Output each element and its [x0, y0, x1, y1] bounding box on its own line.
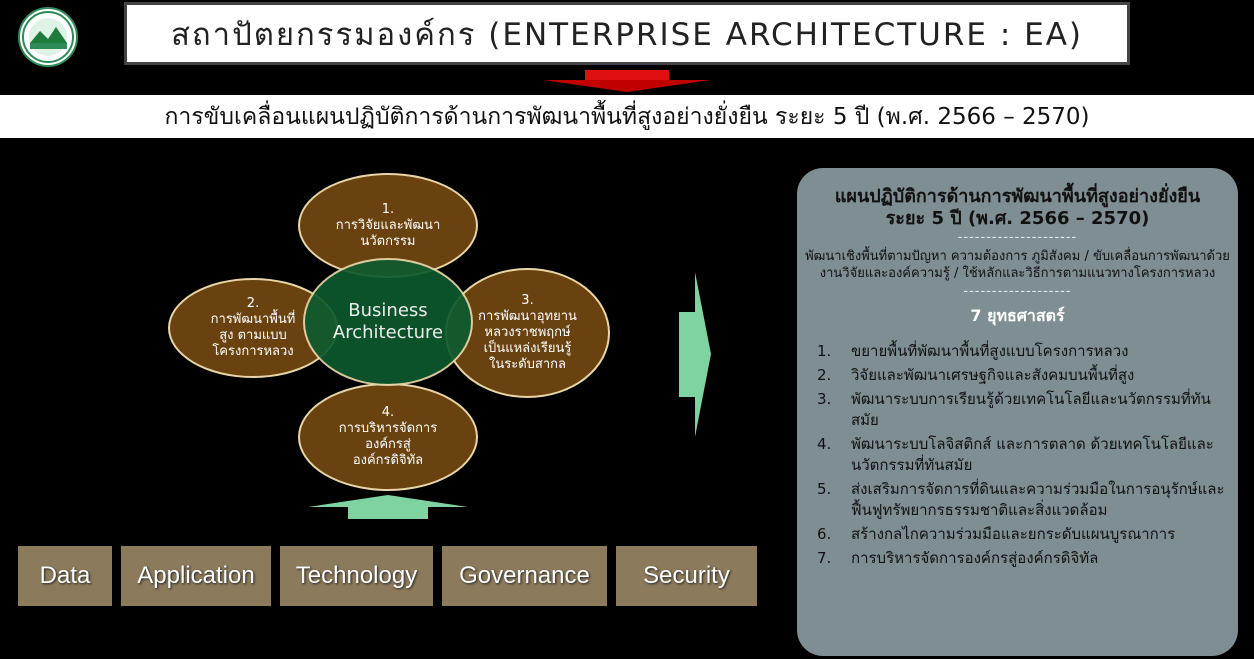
- list-item: 3. พัฒนาระบบการเรียนรู้ด้วยเทคโนโลยีและนว…: [817, 389, 1230, 431]
- list-item-number: 2.: [817, 366, 832, 384]
- list-item: 5. ส่งเสริมการจัดการที่ดินและความร่วมมือใ…: [817, 479, 1230, 521]
- panel-title-line2: ระยะ 5 ปี (พ.ศ. 2566 – 2570): [885, 208, 1150, 229]
- list-item-number: 3.: [817, 390, 832, 408]
- panel-description: พัฒนาเชิงพื้นที่ตามปัญหา ความต้องการ ภูม…: [805, 249, 1230, 281]
- list-item-text: วิจัยและพัฒนาเศรษฐกิจและสังคมบนพื้นที่สู…: [851, 366, 1135, 384]
- list-item-text: การบริหารจัดการองค์กรสู่องค์กรดิจิทัล: [851, 549, 1099, 567]
- list-item: 2. วิจัยและพัฒนาเศรษฐกิจและสังคมบนพื้นที่…: [817, 365, 1230, 386]
- list-item: 1. ขยายพื้นที่พัฒนาพื้นที่สูงแบบโครงการหล…: [817, 341, 1230, 362]
- venn-oval-2-text: 2. การพัฒนาพื้นที่ สูง ตามแบบ โครงการหลว…: [210, 296, 296, 359]
- strategy-heading: 7 ยุทธศาสตร์: [970, 306, 1065, 325]
- list-item-number: 7.: [817, 549, 832, 567]
- up-arrow-icon: [308, 495, 468, 519]
- action-plan-panel: แผนปฏิบัติการด้านการพัฒนาพื้นที่สูงอย่าง…: [797, 168, 1238, 656]
- list-item-text: ส่งเสริมการจัดการที่ดินและความร่วมมือในก…: [851, 480, 1225, 519]
- venn-oval-4-text: 4. การบริหารจัดการ องค์กรสู่ องค์กรดิจิท…: [338, 405, 438, 468]
- venn-oval-3: 3. การพัฒนาอุทยาน หลวงราชพฤกษ์ เป็นแหล่ง…: [445, 268, 610, 398]
- organization-logo: [18, 7, 78, 67]
- list-item-number: 6.: [817, 525, 832, 543]
- list-item-text: พัฒนาระบบโลจิสติกส์ และการตลาด ด้วยเทคโน…: [851, 435, 1214, 474]
- down-arrow-icon: [543, 70, 711, 92]
- right-arrow-icon: [679, 272, 711, 437]
- list-item-number: 4.: [817, 435, 832, 453]
- venn-oval-1-text: 1. การวิจัยและพัฒนา นวัตกรรม: [335, 201, 441, 249]
- venn-center-text: Business Architecture: [332, 300, 444, 343]
- pillar-application: Application: [121, 546, 271, 606]
- list-item-number: 1.: [817, 342, 832, 360]
- ea-venn-diagram: 1. การวิจัยและพัฒนา นวัตกรรม 2. การพัฒนา…: [160, 165, 620, 495]
- list-item-number: 5.: [817, 480, 832, 498]
- pillar-governance: Governance: [442, 546, 607, 606]
- list-item: 7. การบริหารจัดการองค์กรสู่องค์กรดิจิทัล: [817, 548, 1230, 569]
- panel-divider-1: ---------------------: [957, 230, 1078, 245]
- list-item-text: สร้างกลไกความร่วมมือและยกระดับแผนบูรณากา…: [851, 525, 1176, 543]
- panel-title-line1: แผนปฏิบัติการด้านการพัฒนาพื้นที่สูงอย่าง…: [834, 186, 1201, 207]
- strategy-list: 1. ขยายพื้นที่พัฒนาพื้นที่สูงแบบโครงการหล…: [805, 341, 1230, 569]
- panel-divider-2: -------------------: [963, 284, 1072, 299]
- venn-center-business-architecture: Business Architecture: [303, 258, 473, 386]
- list-item: 4. พัฒนาระบบโลจิสติกส์ และการตลาด ด้วยเทค…: [817, 434, 1230, 476]
- list-item: 6. สร้างกลไกความร่วมมือและยกระดับแผนบูรณา…: [817, 524, 1230, 545]
- venn-oval-3-text: 3. การพัฒนาอุทยาน หลวงราชพฤกษ์ เป็นแหล่ง…: [478, 293, 577, 372]
- pillar-technology: Technology: [280, 546, 433, 606]
- pillar-security: Security: [616, 546, 757, 606]
- venn-oval-4: 4. การบริหารจัดการ องค์กรสู่ องค์กรดิจิท…: [298, 383, 478, 491]
- page-title: สถาปัตยกรรมองค์กร (ENTERPRISE ARCHITECTU…: [124, 2, 1130, 65]
- list-item-text: ขยายพื้นที่พัฒนาพื้นที่สูงแบบโครงการหลวง: [851, 342, 1129, 360]
- pillar-data: Data: [18, 546, 112, 606]
- list-item-text: พัฒนาระบบการเรียนรู้ด้วยเทคโนโลยีและนวัต…: [851, 390, 1211, 429]
- page-subtitle: การขับเคลื่อนแผนปฏิบัติการด้านการพัฒนาพื…: [0, 95, 1254, 138]
